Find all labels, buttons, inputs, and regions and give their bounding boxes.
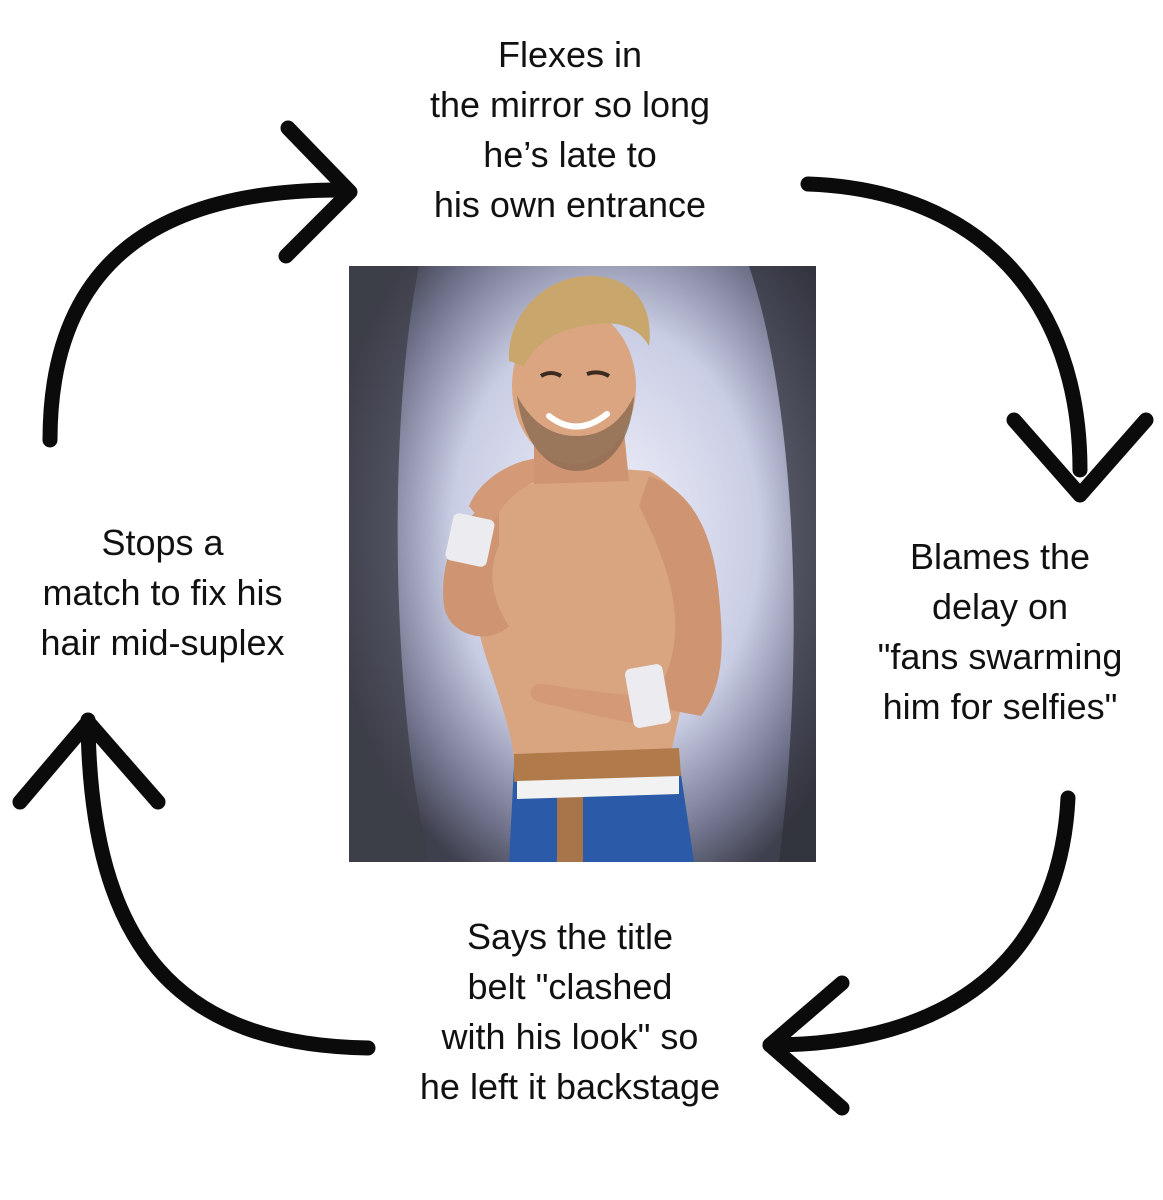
step-right-line: him for selfies" xyxy=(882,686,1118,727)
step-left-line: hair mid-suplex xyxy=(40,622,285,663)
arrow-right-to-bottom-head xyxy=(762,975,850,1116)
wrestler-photo xyxy=(349,266,816,862)
step-left-label: Stops a match to fix his hair mid-suplex xyxy=(0,518,325,668)
step-bottom-line: Says the title xyxy=(466,916,674,957)
step-right-line: Blames the xyxy=(909,536,1091,577)
step-top-line: his own entrance xyxy=(433,184,707,225)
arrow-bottom-to-left-head xyxy=(12,714,166,810)
step-right-line: delay on xyxy=(931,586,1069,627)
step-top-line: the mirror so long xyxy=(429,84,711,125)
step-left-line: Stops a xyxy=(101,522,224,563)
step-right-label: Blames the delay on "fans swarming him f… xyxy=(840,532,1160,732)
arrow-top-to-right-head xyxy=(1006,412,1154,503)
step-top-line: he’s late to xyxy=(483,134,657,175)
step-bottom-line: belt "clashed xyxy=(467,966,673,1007)
arrow-left-to-top-head xyxy=(278,120,358,264)
wrestler-figure-illustration xyxy=(349,266,816,862)
arrow-bottom-to-left-shaft xyxy=(80,712,376,1056)
arrow-left-to-top-shaft xyxy=(42,182,348,448)
step-left-line: match to fix his xyxy=(42,572,283,613)
arrow-top-to-right-shaft xyxy=(800,176,1088,478)
step-top-line: Flexes in xyxy=(497,34,643,75)
step-bottom-line: he left it backstage xyxy=(419,1066,721,1107)
step-right-line: "fans swarming xyxy=(877,636,1123,677)
step-top-label: Flexes in the mirror so long he’s late t… xyxy=(380,30,760,230)
step-bottom-label: Says the title belt "clashed with his lo… xyxy=(380,912,760,1112)
step-bottom-line: with his look" so xyxy=(441,1016,699,1057)
arrow-right-to-bottom-shaft xyxy=(762,790,1076,1053)
